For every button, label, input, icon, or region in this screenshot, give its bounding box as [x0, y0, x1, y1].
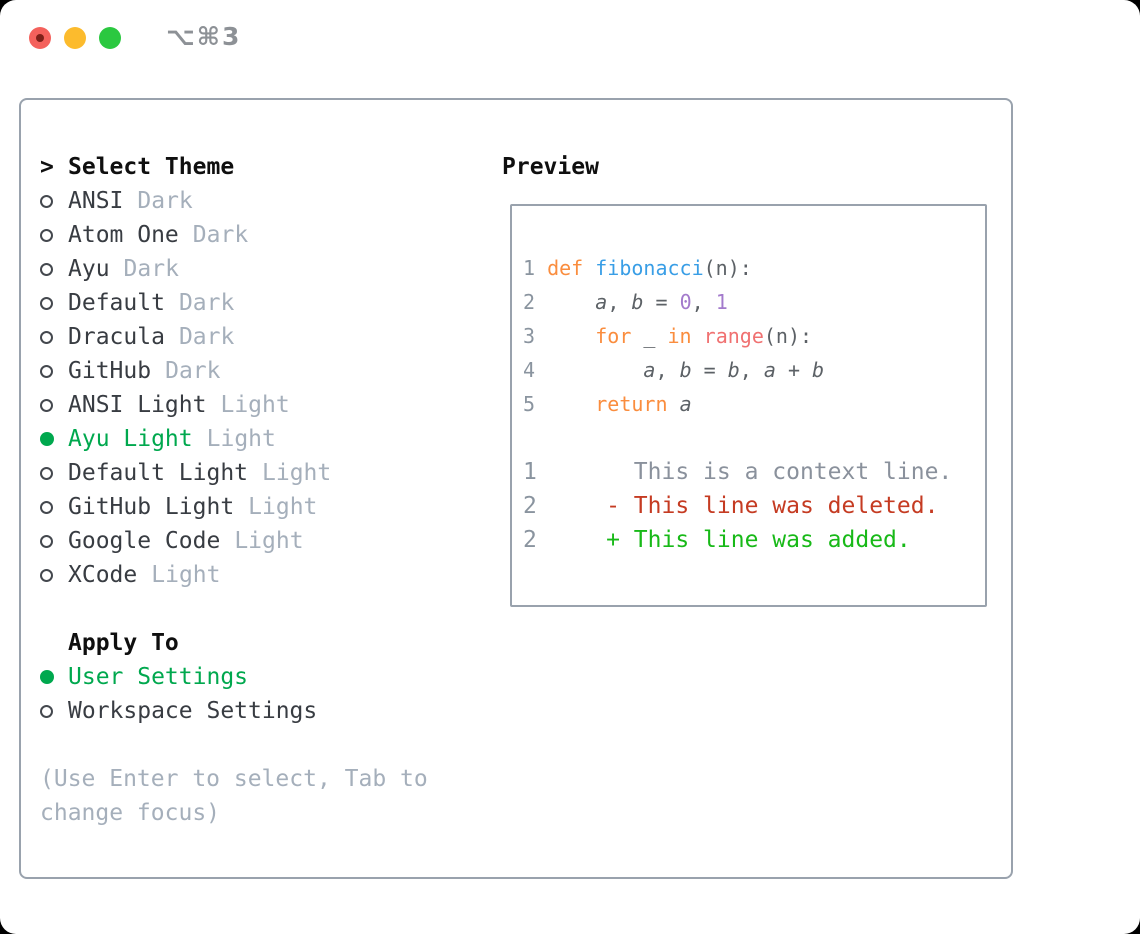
theme-variant-tag: Light [220, 392, 290, 418]
radio-icon [40, 296, 53, 310]
radio-gutter [40, 364, 68, 378]
apply-option-label: User Settings [68, 664, 249, 690]
theme-option-ayu-light[interactable]: Ayu Light Light [40, 422, 480, 456]
zoom-button[interactable] [99, 27, 121, 49]
theme-option-ayu[interactable]: Ayu Dark [40, 252, 480, 286]
theme-option-github[interactable]: GitHub Dark [40, 354, 480, 388]
preview-line: 1 This is a context line. [523, 459, 953, 485]
theme-variant-tag: Light [262, 460, 332, 486]
theme-option-label: Ayu Light [68, 426, 193, 452]
theme-variant-tag: Dark [192, 222, 249, 248]
radio-icon [40, 398, 53, 412]
radio-gutter [40, 432, 68, 446]
preview-line: 3 for _ in range(n): [523, 324, 813, 348]
theme-variant-tag: Dark [137, 188, 193, 214]
theme-option-github-light[interactable]: GitHub Light Light [40, 490, 480, 524]
theme-option-google-code[interactable]: Google Code Light [40, 524, 480, 558]
theme-option-label: Atom One [68, 222, 179, 248]
pointer-icon: > [40, 154, 54, 180]
radio-gutter [40, 194, 68, 208]
titlebar: ⌥⌘3 [0, 0, 1140, 76]
theme-option-label: Default [68, 290, 165, 316]
preview-line: 2 + This line was added. [523, 527, 911, 553]
preview-line: 2 a, b = 0, 1 [523, 290, 728, 314]
theme-option-label: ANSI Light [68, 392, 207, 418]
theme-option-default-light[interactable]: Default Light Light [40, 456, 480, 490]
theme-option-label: XCode [68, 562, 138, 588]
theme-variant-tag: Light [248, 494, 318, 520]
radio-icon [40, 534, 53, 548]
radio-gutter [40, 568, 68, 582]
theme-option-label: Dracula [68, 324, 165, 350]
theme-variant-tag: Light [234, 528, 304, 554]
preview-line: 1 def fibonacci(n): [523, 256, 752, 280]
radio-gutter [40, 398, 68, 412]
select-theme-heading-row: > Select Theme [40, 150, 480, 184]
theme-option-ansi-light[interactable]: ANSI Light Light [40, 388, 480, 422]
radio-gutter [40, 228, 68, 242]
radio-icon [40, 194, 53, 208]
radio-selected-icon [40, 670, 54, 684]
theme-option-dracula[interactable]: Dracula Dark [40, 320, 480, 354]
theme-variant-tag: Light [206, 426, 276, 452]
apply-option-workspace-settings[interactable]: Workspace Settings [40, 694, 480, 728]
help-text: (Use Enter to select, Tab to change focu… [40, 766, 428, 826]
radio-gutter [40, 262, 68, 276]
radio-icon [40, 228, 53, 242]
theme-variant-tag: Light [151, 562, 221, 588]
window-title: ⌥⌘3 [166, 22, 242, 51]
theme-option-label: Ayu [68, 256, 110, 282]
radio-gutter [40, 296, 68, 310]
diff-preview: 1 This is a context line. 2 - This line w… [523, 455, 952, 557]
theme-option-label: GitHub [68, 358, 152, 384]
apply-option-label: Workspace Settings [68, 698, 318, 724]
theme-option-atom-one[interactable]: Atom One Dark [40, 218, 480, 252]
code-preview: 1 def fibonacci(n): 2 a, b = 0, 1 3 for _ … [523, 251, 824, 421]
radio-icon [40, 262, 53, 276]
radio-gutter [40, 534, 68, 548]
radio-gutter [40, 670, 68, 684]
spacer [40, 728, 480, 762]
apply-to-heading: Apply To [68, 630, 179, 656]
select-theme-heading: Select Theme [68, 154, 235, 180]
theme-option-xcode[interactable]: XCode Light [40, 558, 480, 592]
radio-icon [40, 330, 53, 344]
apply-option-user-settings[interactable]: User Settings [40, 660, 480, 694]
preview-line: 2 - This line was deleted. [523, 493, 939, 519]
radio-gutter [40, 704, 68, 718]
apply-to-heading-row: Apply To [40, 626, 480, 660]
preview-box: 1 def fibonacci(n): 2 a, b = 0, 1 3 for _ … [510, 204, 987, 607]
theme-variant-tag: Dark [178, 290, 235, 316]
radio-gutter [40, 330, 68, 344]
preview-line: 5 return a [523, 392, 692, 416]
theme-option-label: GitHub Light [68, 494, 235, 520]
theme-option-default[interactable]: Default Dark [40, 286, 480, 320]
preview-heading: Preview [502, 154, 599, 180]
pointer-gutter: > [40, 154, 68, 180]
radio-icon [40, 364, 53, 378]
theme-option-label: Google Code [68, 528, 221, 554]
radio-gutter [40, 500, 68, 514]
theme-option-ansi[interactable]: ANSI Dark [40, 184, 480, 218]
radio-icon [40, 500, 53, 514]
theme-option-label: ANSI [68, 188, 124, 214]
theme-variant-tag: Dark [123, 256, 179, 282]
radio-icon [40, 704, 53, 718]
radio-icon [40, 568, 53, 582]
theme-variant-tag: Dark [165, 358, 221, 384]
theme-option-label: Default Light [68, 460, 249, 486]
radio-gutter [40, 466, 68, 480]
preview-line: 4 a, b = b, a + b [523, 358, 825, 382]
minimize-button[interactable] [64, 27, 86, 49]
theme-variant-tag: Dark [178, 324, 235, 350]
spacer [40, 592, 480, 626]
radio-selected-icon [40, 432, 54, 446]
radio-icon [40, 466, 53, 480]
edited-indicator-dot [36, 34, 44, 42]
close-button[interactable] [29, 27, 51, 49]
